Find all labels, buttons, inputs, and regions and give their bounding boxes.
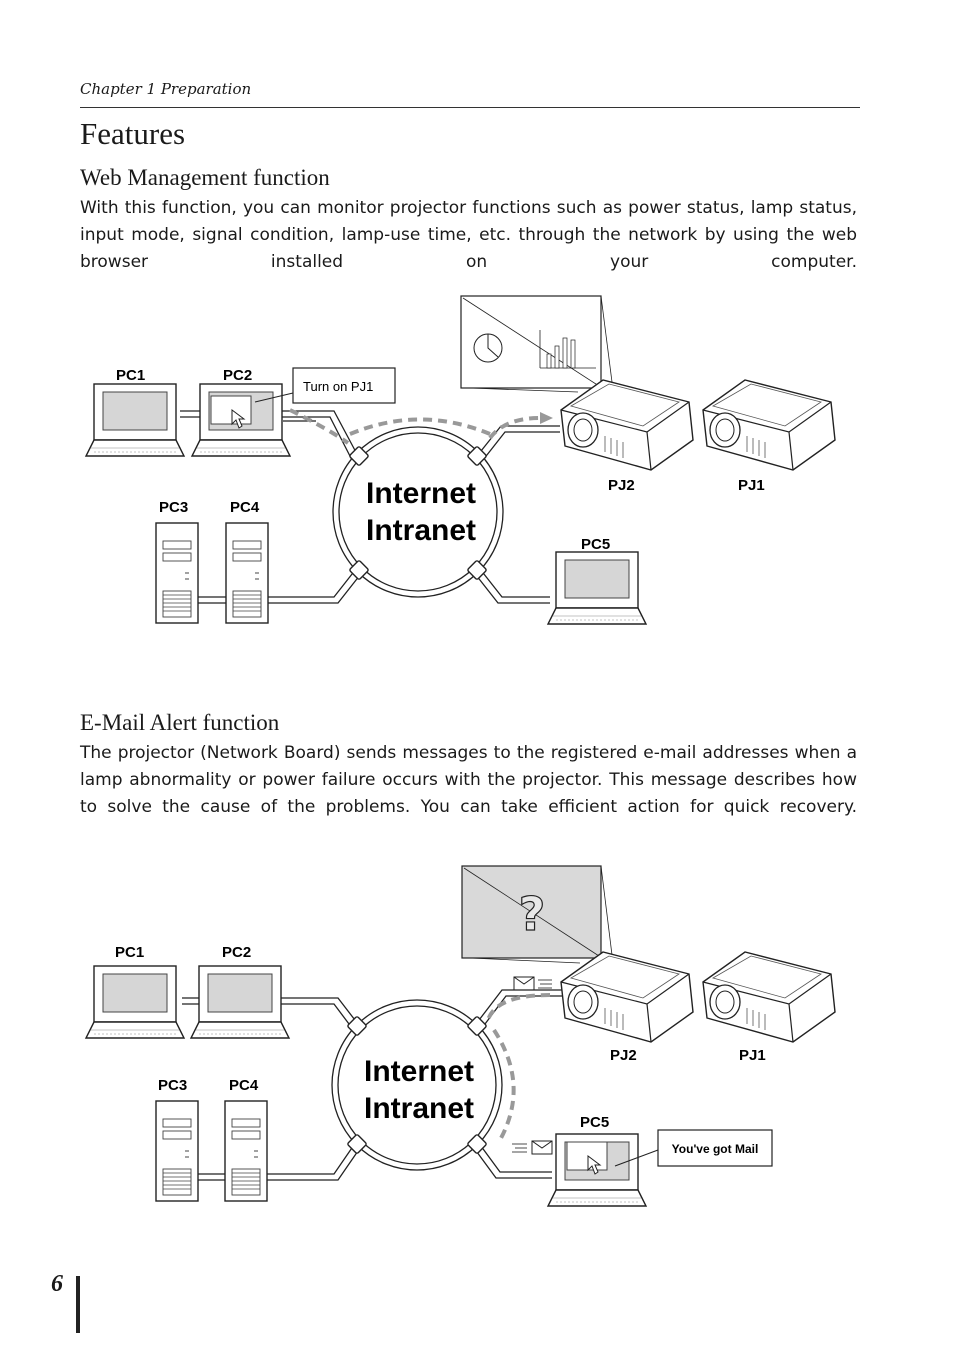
label-pj2-2: PJ2 — [610, 1047, 637, 1064]
label-pc1-2: PC1 — [115, 944, 144, 961]
pc3-tower — [156, 523, 198, 623]
label-pc2-2: PC2 — [222, 944, 251, 961]
pc1-laptop — [86, 384, 184, 456]
email-alert-diagram: ? Internet Intranet You've got Mail PC1 — [0, 860, 954, 1210]
label-pc5: PC5 — [581, 536, 610, 553]
callout-turn-on: Turn on PJ1 — [303, 379, 373, 394]
pc4-tower — [226, 523, 268, 623]
callout-youve-got-mail: You've got Mail — [672, 1142, 759, 1156]
page-title: Features — [80, 116, 185, 152]
web-management-diagram: Internet Intranet Turn on PJ1 PC1 PC2 PC… — [0, 290, 954, 635]
label-pc5-2: PC5 — [580, 1114, 609, 1131]
pj2-projector-2 — [561, 952, 693, 1042]
chapter-header: Chapter 1 Preparation — [80, 80, 251, 98]
pc3-tower-2 — [156, 1101, 198, 1201]
pc1-laptop-2 — [86, 966, 184, 1038]
network-label-intranet: Intranet — [366, 514, 476, 547]
header-rule — [80, 107, 860, 108]
web-management-body: With this function, you can monitor proj… — [80, 195, 857, 303]
network-label-internet: Internet — [366, 477, 476, 510]
incoming-mail-icon — [532, 1141, 552, 1154]
pc2-laptop-2 — [191, 966, 289, 1038]
label-pj1: PJ1 — [738, 477, 765, 494]
network-label-intranet-2: Intranet — [364, 1092, 474, 1125]
email-alert-heading: E-Mail Alert function — [80, 710, 279, 736]
label-pc4-2: PC4 — [229, 1077, 259, 1094]
label-pc3: PC3 — [159, 499, 188, 516]
web-management-heading: Web Management function — [80, 165, 330, 191]
envelope-icon — [514, 977, 534, 990]
label-pc2: PC2 — [223, 367, 252, 384]
email-alert-body: The projector (Network Board) sends mess… — [80, 740, 857, 848]
label-pc1: PC1 — [116, 367, 145, 384]
pj1-projector — [703, 380, 835, 470]
label-pj2: PJ2 — [608, 477, 635, 494]
network-label-internet-2: Internet — [364, 1055, 474, 1088]
page-number: 6 — [51, 1271, 63, 1298]
label-pj1-2: PJ1 — [739, 1047, 766, 1064]
pc4-tower-2 — [225, 1101, 267, 1201]
pj2-projector — [561, 380, 693, 470]
label-pc3-2: PC3 — [158, 1077, 187, 1094]
pj1-projector-2 — [703, 952, 835, 1042]
page-number-bar — [76, 1276, 80, 1333]
pc5-laptop — [548, 552, 646, 624]
question-mark-symbol: ? — [519, 887, 546, 941]
label-pc4: PC4 — [230, 499, 260, 516]
